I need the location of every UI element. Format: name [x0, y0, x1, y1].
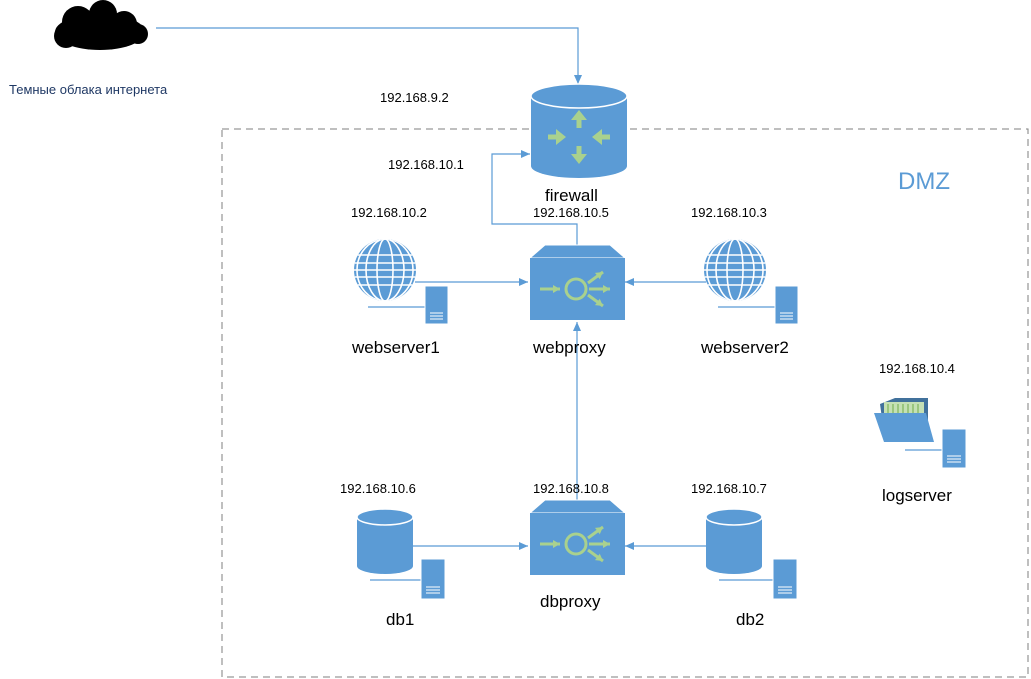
dmz-label: DMZ [898, 168, 950, 195]
webproxy-ip: 192.168.10.5 [533, 205, 609, 220]
logserver-server-icon [905, 428, 967, 469]
firewall-ip-inner: 192.168.10.1 [388, 157, 464, 172]
dbproxy-box-icon [528, 499, 627, 575]
webproxy-label: webproxy [533, 338, 606, 357]
db2-ip: 192.168.10.7 [691, 481, 767, 496]
db2-server-icon [719, 558, 798, 600]
db1-ip: 192.168.10.6 [340, 481, 416, 496]
webserver1-ip: 192.168.10.2 [351, 205, 427, 220]
webserver1-label: webserver1 [352, 338, 440, 357]
cloud-label: Темные облака интернета [9, 82, 168, 97]
link-cloud-firewall [156, 27, 582, 84]
webserver1-globe-icon [354, 239, 416, 301]
webserver2-server-icon [718, 285, 799, 325]
firewall-ip-outer: 192.168.9.2 [380, 90, 449, 105]
db1-label: db1 [386, 610, 415, 629]
cloud-icon [54, 0, 148, 50]
firewall-icon [530, 83, 628, 178]
link-webproxy-firewall [491, 150, 578, 245]
db2-database-icon [705, 508, 763, 574]
logserver-folder-icon [874, 398, 934, 442]
dbproxy-label: dbproxy [540, 592, 601, 611]
webproxy-box-icon [528, 244, 627, 320]
db1-database-icon [356, 508, 414, 574]
webserver2-ip: 192.168.10.3 [691, 205, 767, 220]
webserver2-globe-icon [704, 239, 766, 301]
db2-label: db2 [736, 610, 765, 629]
webserver2-label: webserver2 [701, 338, 789, 357]
dbproxy-ip: 192.168.10.8 [533, 481, 609, 496]
webserver1-server-icon [368, 285, 449, 325]
firewall-label: firewall [545, 186, 598, 205]
connections [156, 27, 706, 550]
db1-server-icon [370, 558, 446, 600]
logserver-ip: 192.168.10.4 [879, 361, 955, 376]
logserver-label: logserver [882, 486, 952, 505]
